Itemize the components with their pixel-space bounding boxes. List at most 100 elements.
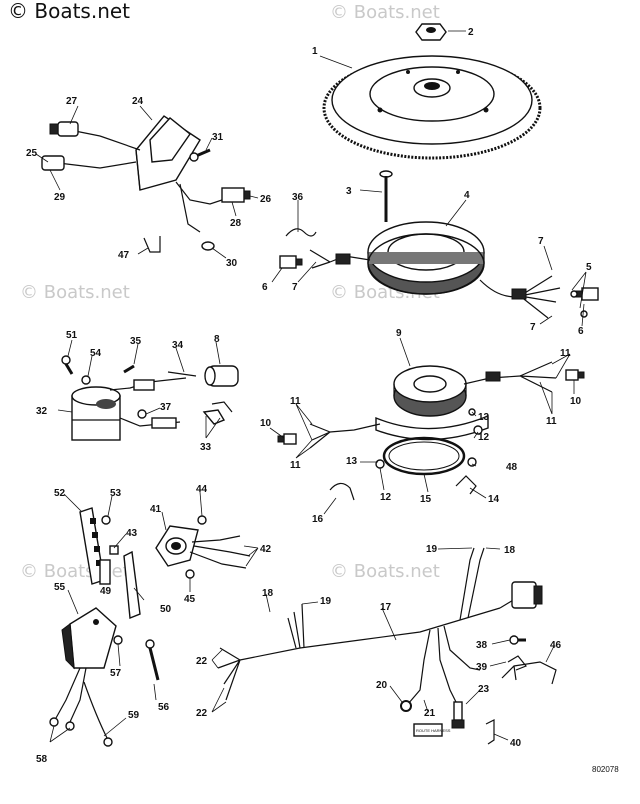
terminal-part[interactable] (49, 717, 59, 727)
callout-label: 44 (196, 484, 208, 495)
coil-sleeve (133, 379, 155, 391)
callout-label: 7 (538, 236, 544, 247)
stator-part[interactable] (367, 221, 485, 295)
callout-label: 18 (504, 545, 516, 556)
screw-part[interactable] (473, 425, 483, 435)
callout-label: 21 (424, 708, 436, 719)
screw-part[interactable] (467, 457, 477, 467)
terminal-part[interactable] (279, 255, 303, 269)
harness-tag-text: ROUTE HARNESS (416, 728, 451, 733)
ground-lead-part[interactable] (83, 681, 109, 741)
terminal-part[interactable] (575, 287, 599, 301)
ignition-coil-part[interactable] (71, 386, 121, 441)
callout-label: 40 (510, 738, 522, 749)
rectifier-wire (55, 667, 87, 723)
timer-base-part[interactable] (375, 365, 489, 441)
screw-part[interactable] (185, 569, 195, 579)
callout-label: 11 (290, 396, 301, 407)
wire-sleeve (485, 371, 501, 382)
screw-part[interactable] (123, 364, 135, 374)
callout-label: 35 (130, 336, 142, 347)
callout-label: 43 (126, 528, 138, 539)
callout-label: 15 (420, 494, 432, 505)
bracket-part[interactable] (501, 661, 557, 685)
watermark-text: © Boats.net (20, 561, 130, 582)
flywheel-nut-part[interactable] (415, 23, 447, 41)
spark-boot-part[interactable] (41, 155, 65, 171)
terminal-part[interactable] (565, 369, 585, 381)
callout-label: 59 (128, 710, 140, 721)
timer-wire-leads (309, 423, 331, 449)
callout-label: 39 (476, 662, 488, 673)
screw-part[interactable] (145, 639, 160, 681)
screw-part[interactable] (189, 148, 211, 162)
screw-part[interactable] (61, 355, 74, 375)
harness-tag: ROUTE HARNESS (413, 723, 451, 737)
clip-part[interactable] (485, 719, 495, 745)
callout-label: 37 (160, 402, 172, 413)
callout-label: 49 (100, 586, 112, 597)
connector-part[interactable] (221, 187, 251, 203)
clamp-part[interactable] (143, 236, 161, 253)
callout-label: 46 (550, 640, 562, 651)
power-pack-part[interactable] (135, 115, 201, 191)
ring-terminal-part[interactable] (400, 700, 412, 712)
callout-label: 6 (578, 326, 584, 337)
clip-part[interactable] (455, 475, 477, 495)
leader-lines (35, 30, 587, 743)
washer-part[interactable] (137, 409, 147, 419)
screw-part[interactable] (375, 459, 385, 469)
pack-wire (179, 183, 201, 233)
spark-boot-part[interactable] (49, 121, 79, 137)
callout-label: 47 (118, 250, 130, 261)
sleeve-part[interactable] (570, 290, 578, 298)
clamp-part[interactable] (507, 655, 527, 671)
flywheel-part[interactable] (322, 55, 542, 160)
washer-part[interactable] (81, 375, 91, 385)
jumper-part[interactable] (109, 545, 119, 555)
terminal-part[interactable] (65, 721, 75, 731)
screw-part[interactable] (509, 635, 526, 645)
callout-label: 3 (346, 186, 352, 197)
sleeve-part[interactable] (580, 310, 588, 318)
callout-label: 12 (478, 432, 490, 443)
wire-clip-part[interactable] (285, 228, 317, 237)
rectifier-part[interactable] (61, 607, 117, 670)
high-tension-wire-part[interactable] (167, 371, 197, 377)
callout-label: 28 (230, 218, 242, 229)
switch-wire (189, 535, 251, 569)
bracket-part[interactable] (99, 559, 111, 585)
callout-label: 57 (110, 668, 122, 679)
callout-label: 12 (380, 492, 392, 503)
callout-labels: 1 2 3 4 5 6 6 7 7 7 8 9 10 10 11 11 11 1… (26, 27, 592, 765)
callout-label: 34 (172, 340, 184, 351)
callout-label: 4 (464, 190, 470, 201)
callout-label: 7 (292, 282, 298, 293)
spark-boot-part[interactable] (202, 401, 233, 425)
stator-wire-leads (309, 249, 331, 269)
callout-label: 56 (158, 702, 170, 713)
callout-label: 53 (110, 488, 122, 499)
clip-part[interactable] (329, 482, 355, 501)
callout-label: 30 (226, 258, 238, 269)
callout-label: 10 (570, 396, 582, 407)
callout-label: 25 (26, 148, 38, 159)
callout-label: 29 (54, 192, 66, 203)
screw-part[interactable] (101, 515, 111, 525)
screw-part[interactable] (197, 515, 207, 525)
switch-box-part[interactable] (155, 525, 199, 567)
spark-plug-boot-part[interactable] (204, 365, 239, 387)
callout-label: 7 (530, 322, 536, 333)
washer-part[interactable] (201, 241, 215, 251)
fuse-holder-part[interactable] (451, 701, 465, 729)
callout-label: 10 (260, 418, 272, 429)
washer-part[interactable] (113, 635, 123, 645)
retainer-ring-part[interactable] (382, 436, 466, 476)
insulator-strip-part[interactable] (123, 550, 141, 619)
callout-label: 41 (150, 504, 162, 515)
callout-label: 45 (184, 594, 196, 605)
callout-label: 58 (36, 754, 48, 765)
callout-label: 13 (478, 412, 490, 423)
wiring-harness-part[interactable] (217, 547, 543, 707)
stator-screw-part[interactable] (379, 170, 393, 222)
